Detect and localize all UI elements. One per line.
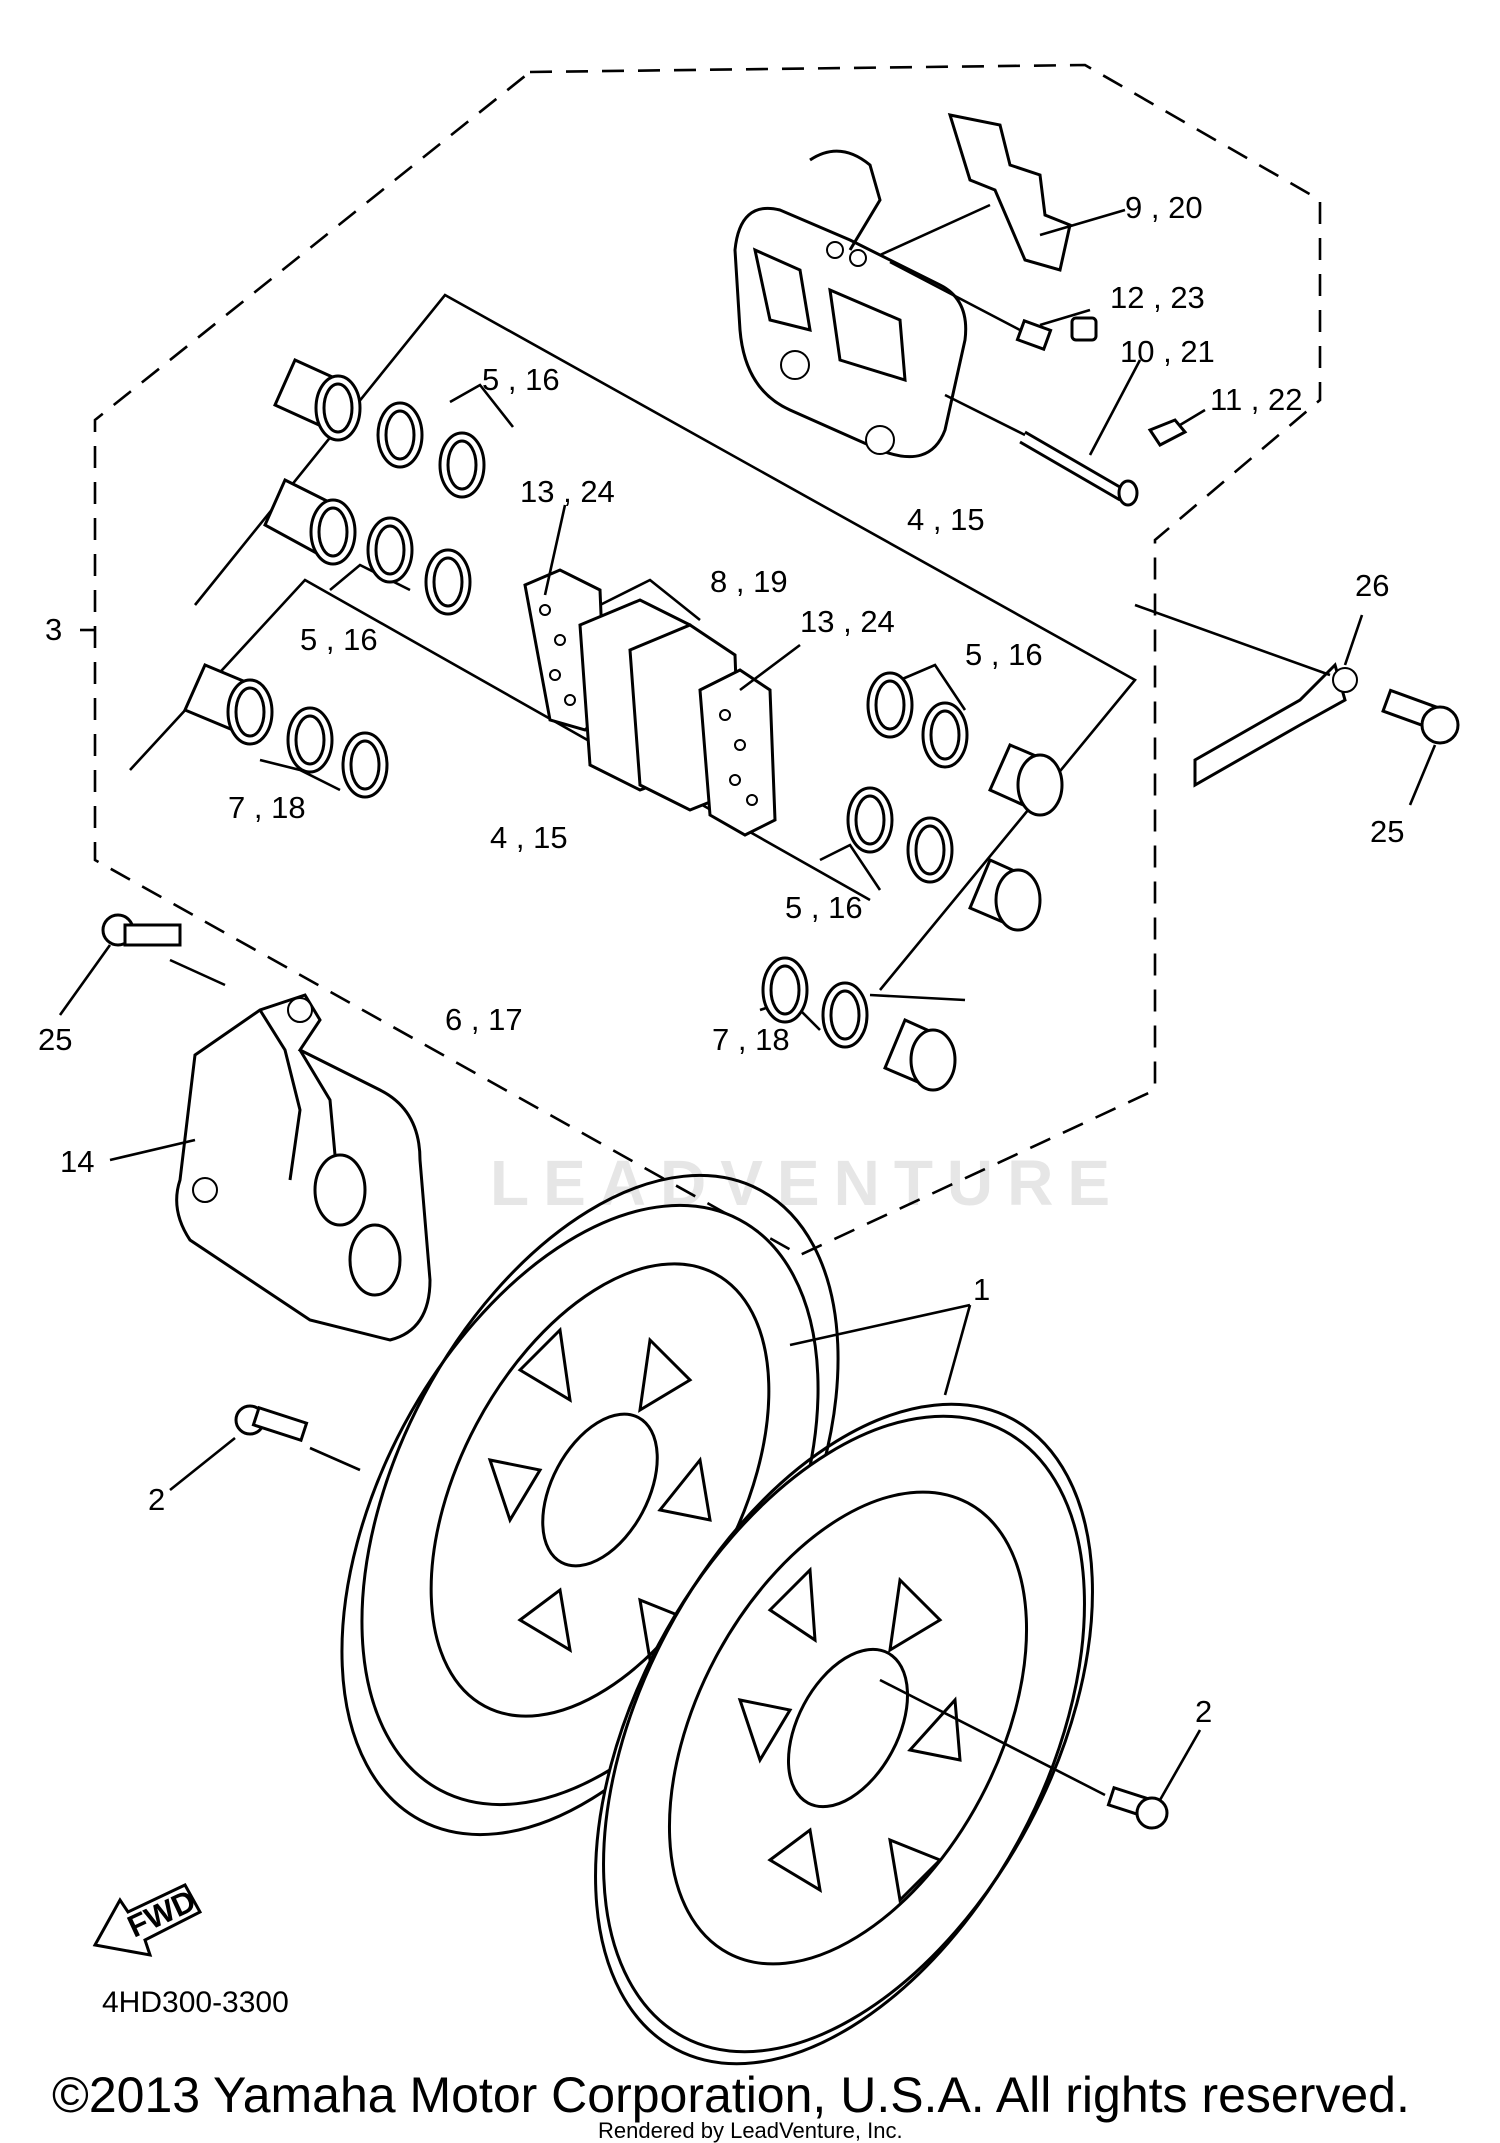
caliper-bolt-left: [101, 913, 226, 987]
pad-spring: [879, 113, 1072, 272]
caliper-bolt-right: [1381, 688, 1460, 745]
label-11-22: 11 , 22: [1210, 382, 1303, 417]
leader-lines: [58, 208, 1437, 1801]
label-6-17: 6 , 17: [445, 1002, 523, 1037]
label-1: 1: [973, 1272, 990, 1307]
fwd-arrow-icon: FWD: [92, 1883, 203, 1957]
diagram-code: 4HD300-3300: [102, 1986, 289, 2019]
label-26: 26: [1355, 568, 1389, 603]
piston-set-upper-left: [183, 358, 486, 799]
label-4-15-b: 4 , 15: [490, 820, 568, 855]
label-3: 3: [45, 612, 62, 647]
rendered-by-text: Rendered by LeadVenture, Inc.: [598, 2118, 903, 2143]
caliper-body-top: [733, 149, 968, 459]
label-2-b: 2: [1195, 1694, 1212, 1729]
label-7-18-b: 7 , 18: [712, 1022, 790, 1057]
watermark-text: LEADVENTURE: [490, 1147, 1124, 1219]
copyright-text: ©2013 Yamaha Motor Corporation, U.S.A. A…: [52, 2067, 1410, 2123]
label-13-24-a: 13 , 24: [520, 474, 615, 509]
disc-rotor-right: [594, 1402, 1094, 2066]
label-14: 14: [60, 1144, 94, 1179]
pad-retainer-clip: [1193, 662, 1358, 788]
label-5-16-a: 5 , 16: [482, 362, 560, 397]
label-12-23: 12 , 23: [1110, 280, 1205, 315]
label-10-21: 10 , 21: [1120, 334, 1215, 369]
caliper-body-lower: [175, 993, 432, 1342]
label-13-24-b: 13 , 24: [800, 604, 895, 639]
label-4-15-a: 4 , 15: [907, 502, 985, 537]
label-8-19: 8 , 19: [710, 564, 788, 599]
brake-pads: [523, 568, 777, 837]
pin-clip: [1147, 418, 1188, 447]
label-25-b: 25: [38, 1022, 72, 1057]
svg-text:FWD: FWD: [122, 1883, 201, 1945]
label-7-18-a: 7 , 18: [228, 790, 306, 825]
pad-pin: [944, 393, 1139, 507]
label-5-16-d: 5 , 16: [785, 890, 863, 925]
disc-bolt-right: [879, 1678, 1169, 1830]
label-5-16-c: 5 , 16: [965, 637, 1043, 672]
label-25-a: 25: [1370, 814, 1404, 849]
label-5-16-b: 5 , 16: [300, 622, 378, 657]
label-9-20: 9 , 20: [1125, 190, 1203, 225]
disc-bolt-left: [234, 1404, 361, 1472]
bleed-screw: [889, 260, 1098, 352]
label-2-a: 2: [148, 1482, 165, 1517]
caliper-kit-boundary: [93, 63, 1322, 1257]
piston-set-right: [761, 671, 1064, 1092]
